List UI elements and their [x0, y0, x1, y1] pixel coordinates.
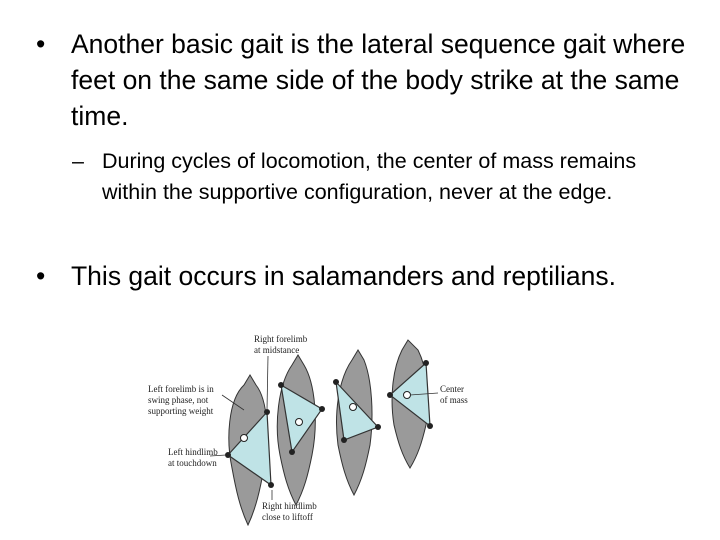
label-line: of mass [440, 395, 468, 405]
bullet-text: This gait occurs in salamanders and rept… [71, 261, 616, 291]
pointer-left-forelimb [221, 394, 245, 411]
label-line: Right hindlimb [262, 501, 317, 511]
foot-point [427, 423, 433, 429]
bullet-mark: • [36, 261, 46, 291]
center-of-mass-icon [240, 434, 248, 442]
label-line: supporting weight [148, 406, 214, 416]
foot-point [225, 452, 231, 458]
foot-point [423, 360, 429, 366]
foot-point [333, 379, 339, 385]
center-of-mass-icon [349, 403, 357, 411]
gait-diagram: Right forelimb at midstance Left forelim… [148, 334, 468, 527]
support-triangle-3 [335, 380, 380, 441]
label-right-hindlimb: Right hindlimb close to liftoff [262, 501, 319, 522]
label-line: at touchdown [168, 458, 217, 468]
label-left-forelimb: Left forelimb is in swing phase, not sup… [148, 384, 216, 416]
label-line: close to liftoff [262, 512, 313, 522]
label-line: Left forelimb is in [148, 384, 214, 394]
pointer-left-hindlimb [209, 454, 227, 457]
support-triangles [227, 361, 431, 487]
foot-points [225, 360, 433, 488]
bullet-mark: • [36, 29, 46, 59]
foot-point [375, 424, 381, 430]
label-right-forelimb: Right forelimb at midstance [254, 334, 310, 355]
foot-point [289, 449, 295, 455]
pointer-right-forelimb [266, 355, 269, 411]
support-triangle-1 [227, 410, 272, 487]
pointer-lines [209, 355, 439, 500]
bullet-text: Another basic gait is the lateral sequen… [71, 29, 686, 131]
label-line: at midstance [254, 345, 299, 355]
foot-point [341, 437, 347, 443]
bullet-lateral-sequence-gait: • Another basic gait is the lateral sequ… [36, 26, 686, 134]
center-of-mass-icon [403, 391, 411, 399]
sub-bullet-mark: – [72, 149, 84, 173]
foot-point [387, 392, 393, 398]
center-of-mass-markers [240, 391, 411, 442]
foot-point [278, 382, 284, 388]
foot-point [268, 482, 274, 488]
pointer-center-of-mass [409, 392, 439, 396]
foot-point [319, 406, 325, 412]
center-of-mass-icon [295, 418, 303, 426]
figure-labels: Right forelimb at midstance Left forelim… [148, 334, 468, 522]
label-line: Center [440, 384, 464, 394]
label-center-of-mass: Center of mass [440, 384, 468, 405]
support-triangle-2 [280, 383, 323, 454]
label-left-hindlimb: Left hindlimb at touchdown [168, 447, 220, 468]
label-line: swing phase, not [148, 395, 209, 405]
label-line: Right forelimb [254, 334, 308, 344]
label-line: Left hindlimb [168, 447, 218, 457]
sub-bullet-center-of-mass: – During cycles of locomotion, the cente… [72, 146, 672, 208]
sub-bullet-text: During cycles of locomotion, the center … [102, 149, 637, 204]
foot-point [264, 409, 270, 415]
bullet-salamanders: • This gait occurs in salamanders and re… [36, 258, 686, 294]
